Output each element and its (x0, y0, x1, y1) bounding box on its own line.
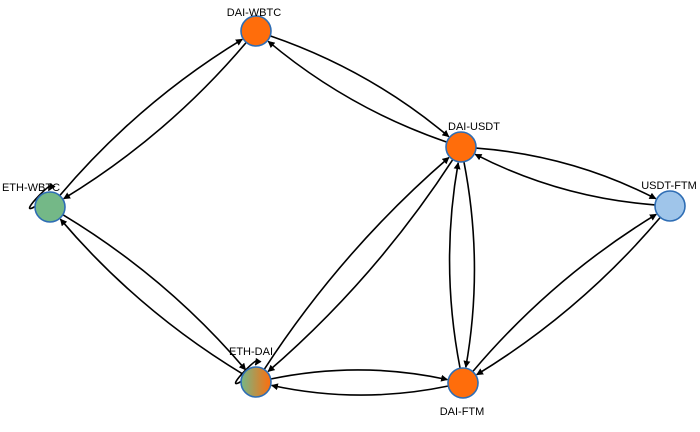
node-usdt-ftm (654, 190, 686, 222)
edge-dai-usdt-to-dai-wbtc (267, 40, 448, 143)
edge-usdt-ftm-to-dai-usdt (474, 153, 656, 206)
edge-eth-dai-to-dai-ftm (270, 369, 449, 382)
node-dai-usdt (445, 131, 477, 163)
node-eth-dai (240, 366, 272, 398)
node-eth-wbtc (34, 191, 66, 223)
node-label-usdt-ftm: USDT-FTM (641, 180, 697, 192)
edge-dai-usdt-to-dai-ftm (463, 161, 476, 368)
node-dai-ftm (447, 367, 479, 399)
edges (28, 35, 661, 396)
edge-dai-ftm-to-eth-dai (270, 383, 449, 396)
edge-dai-wbtc-to-dai-usdt (269, 35, 450, 138)
node-label-dai-usdt: DAI-USDT (448, 121, 500, 133)
node-label-dai-wbtc: DAI-WBTC (227, 7, 281, 19)
nodes: DAI-WBTC DAI-USDT USDT-FTM ETH-WBTC ETH-DAI D… (2, 7, 697, 418)
edge-usdt-ftm-to-dai-ftm (476, 216, 661, 376)
node-label-eth-wbtc: ETH-WBTC (2, 182, 60, 194)
edge-dai-wbtc-to-eth-wbtc (63, 41, 247, 200)
edge-eth-dai-to-eth-wbtc (59, 218, 244, 375)
node-label-eth-dai: ETH-DAI (229, 346, 273, 358)
edge-dai-ftm-to-usdt-ftm (472, 213, 657, 373)
edge-eth-dai-to-dai-usdt (263, 156, 450, 370)
node-label-dai-ftm: DAI-FTM (440, 406, 485, 418)
edge-dai-usdt-to-eth-dai (267, 159, 454, 373)
edge-dai-ftm-to-dai-usdt (448, 162, 461, 369)
node-dai-wbtc (240, 15, 272, 47)
edge-eth-wbtc-to-dai-wbtc (59, 38, 243, 197)
edge-dai-usdt-to-usdt-ftm (475, 147, 657, 200)
edge-eth-wbtc-to-eth-dai (62, 214, 247, 371)
